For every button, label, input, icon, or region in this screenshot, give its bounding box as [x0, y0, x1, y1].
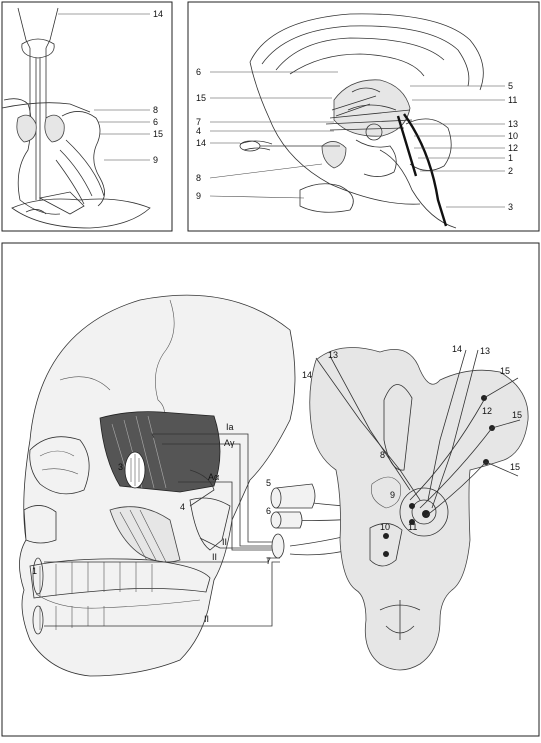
label-b-12: 12	[482, 406, 492, 416]
label-b-8: 8	[380, 450, 385, 460]
label-tr-5: 5	[508, 81, 513, 91]
label-b-10: 10	[380, 522, 390, 532]
label-b-II-1: II	[222, 537, 227, 547]
label-b-14-b: 14	[452, 344, 462, 354]
label-tr-10: 10	[508, 131, 518, 141]
trigeminal-roots	[270, 483, 316, 559]
label-b-Ia: Ia	[226, 422, 234, 432]
label-b-4: 4	[180, 502, 185, 512]
label-tr-12: 12	[508, 143, 518, 153]
label-tr-7: 7	[196, 117, 201, 127]
label-b-1: 1	[32, 566, 37, 576]
coronal-brain-drawing	[1, 7, 151, 229]
label-b-II-3: II	[204, 614, 209, 624]
tooth-receptor	[32, 557, 44, 595]
label-tl-15: 15	[153, 129, 163, 139]
label-b-15-c: 15	[510, 462, 520, 472]
label-b-5: 5	[266, 478, 271, 488]
masseter-muscle	[99, 411, 221, 493]
sagittal-brain-drawing	[239, 13, 484, 229]
skull-drawing	[19, 294, 296, 677]
label-b-7: 7	[266, 556, 271, 566]
label-tr-11: 11	[508, 95, 517, 105]
panel-bottom	[1, 242, 540, 737]
label-b-3: 3	[118, 462, 123, 472]
label-tr-4: 4	[196, 126, 201, 136]
label-b-Aalpha: Aα	[208, 472, 219, 482]
label-b-9: 9	[390, 490, 395, 500]
label-tr-8: 8	[196, 173, 201, 183]
panel-top-right-leaders	[209, 71, 505, 208]
label-b-15-a: 15	[500, 366, 510, 376]
brainstem-section	[309, 347, 529, 671]
label-b-15-b: 15	[512, 410, 522, 420]
panel-top-right: 6 15 7 4 14 8 9 5 11 13 10 12 1 2 3	[187, 1, 540, 232]
label-b-13-b: 13	[480, 346, 490, 356]
label-tr-9: 9	[196, 191, 201, 201]
label-tr-3: 3	[508, 202, 513, 212]
label-b-11: 11	[408, 522, 417, 532]
label-b-6: 6	[266, 506, 271, 516]
label-tl-6: 6	[153, 117, 158, 127]
label-tr-14: 14	[196, 138, 206, 148]
label-tr-2: 2	[508, 166, 513, 176]
label-tr-6: 6	[196, 67, 201, 77]
label-tl-9: 9	[153, 155, 158, 165]
label-b-Agamma: Aγ	[224, 438, 235, 448]
label-b-II-2: II	[212, 552, 217, 562]
label-tl-14: 14	[153, 9, 163, 19]
label-tl-8: 8	[153, 105, 158, 115]
panel-top-left-leaders	[58, 13, 150, 161]
panel-top-left: 14 8 6 15 9	[1, 1, 173, 232]
label-tr-13: 13	[508, 119, 518, 129]
label-tr-15: 15	[196, 93, 206, 103]
label-b-14-a: 14	[302, 370, 312, 380]
label-tr-1: 1	[508, 153, 513, 163]
label-b-13-a: 13	[328, 350, 338, 360]
